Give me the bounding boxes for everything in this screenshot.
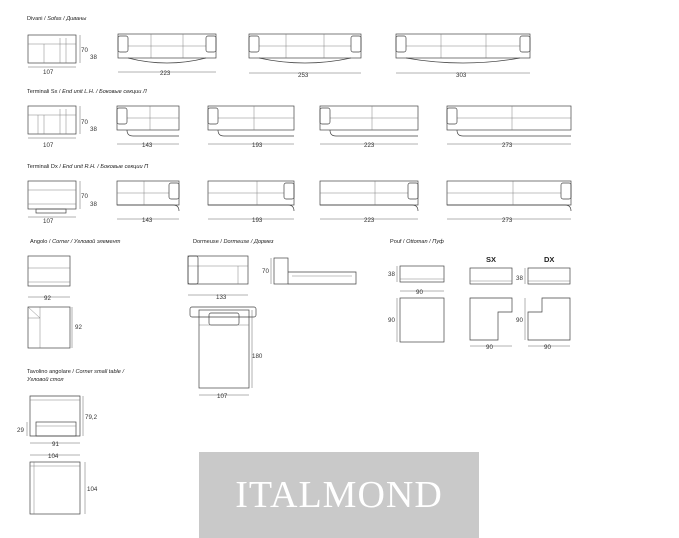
end-dx-223-plan	[319, 180, 419, 212]
end-dx-width-1: 143	[142, 217, 153, 224]
table-front-view	[29, 395, 81, 437]
end-sx-width-1: 143	[142, 142, 153, 149]
pouf-dx-depth: 90	[516, 317, 523, 324]
end-sx-223-plan	[319, 105, 419, 137]
pouf-width: 90	[416, 289, 423, 296]
end-dx-width-2: 193	[252, 217, 263, 224]
end-dx-143-plan	[116, 180, 180, 212]
pouf-sx-label: SX	[486, 255, 496, 264]
corner-front-view	[27, 255, 71, 287]
pouf-plan	[399, 297, 445, 343]
end-dx-side-height: 70	[81, 193, 88, 200]
pouf-sx-plan	[469, 297, 513, 341]
end-dx-273-plan	[446, 180, 572, 212]
end-dx-side-view	[27, 180, 77, 218]
sofa-223-plan	[117, 33, 217, 64]
end-sx-143-plan	[116, 105, 180, 137]
dormeuse-side-view	[273, 257, 357, 285]
end-sx-width-4: 273	[502, 142, 513, 149]
end-sx-side-width: 107	[43, 142, 54, 149]
end-dx-side-width: 107	[43, 218, 54, 225]
end-sx-193-plan	[207, 105, 295, 137]
table-width: 91	[52, 441, 59, 448]
sofa-seat-height: 38	[90, 54, 97, 61]
table-plan-width: 104	[48, 453, 59, 460]
table-plan-depth: 104	[87, 486, 98, 493]
dormeuse-plan	[189, 306, 257, 389]
table-low-height: 29	[17, 427, 24, 434]
end-sx-side-view	[27, 105, 77, 139]
sofa-303-plan	[395, 33, 531, 64]
sofa-side-height: 70	[81, 47, 88, 54]
dormeuse-front-view	[187, 255, 249, 285]
watermark: ITALMOND	[199, 452, 479, 538]
sofa-width-3: 303	[456, 72, 467, 79]
pouf-dx-label: DX	[544, 255, 554, 264]
sofa-side-width: 107	[43, 69, 54, 76]
pouf-front-view	[399, 265, 445, 283]
corner-depth: 92	[75, 324, 82, 331]
end-sx-title: Terminali Sx / End unit L.H. / Боковые с…	[27, 89, 147, 95]
sofas-title: Divani / Sofas / Диваны	[27, 16, 86, 22]
pouf-sx-width: 90	[486, 344, 493, 351]
table-height: 79,2	[85, 414, 98, 421]
corner-plan	[27, 306, 71, 349]
end-sx-side-height: 70	[81, 119, 88, 126]
pouf-depth: 90	[388, 317, 395, 324]
end-dx-width-4: 273	[502, 217, 513, 224]
pouf-dx-front-view	[527, 267, 571, 285]
dormeuse-height: 70	[262, 268, 269, 275]
dormeuse-title: Dormeuse / Dormeuse / Дормез	[193, 239, 274, 245]
end-dx-seat-height: 38	[90, 201, 97, 208]
end-sx-width-2: 193	[252, 142, 263, 149]
sofa-width-2: 253	[298, 72, 309, 79]
table-title-line2: Угловой стол	[26, 376, 64, 383]
end-dx-width-3: 223	[364, 217, 375, 224]
end-sx-seat-height: 38	[90, 126, 97, 133]
pouf-sx-front-view	[469, 267, 513, 285]
sofa-side-view	[27, 34, 77, 68]
table-plan	[29, 461, 81, 515]
end-dx-title: Terminali Dx / End unit R.H. / Боковые с…	[27, 164, 149, 170]
corner-title: Angolo / Corner / Угловой элемент	[30, 238, 121, 245]
end-dx-193-plan	[207, 180, 295, 212]
pouf-dx-plan	[527, 297, 571, 341]
table-title-line1: Tavolino angolare / Corner small table /	[27, 369, 125, 375]
pouf-height: 38	[388, 271, 395, 278]
dormeuse-bed-width: 107	[217, 393, 228, 400]
watermark-text: ITALMOND	[235, 474, 443, 516]
end-sx-width-3: 223	[364, 142, 375, 149]
dormeuse-width: 133	[216, 294, 227, 301]
pouf-sx-height: 38	[516, 275, 523, 282]
sofa-253-plan	[248, 33, 362, 64]
pouf-title: Pouf / Ottoman / Пуф	[390, 239, 444, 245]
corner-width: 92	[44, 295, 51, 302]
sofa-width-1: 223	[160, 70, 171, 77]
pouf-dx-width: 90	[544, 344, 551, 351]
dormeuse-length: 180	[252, 353, 263, 360]
end-sx-273-plan	[446, 105, 572, 137]
